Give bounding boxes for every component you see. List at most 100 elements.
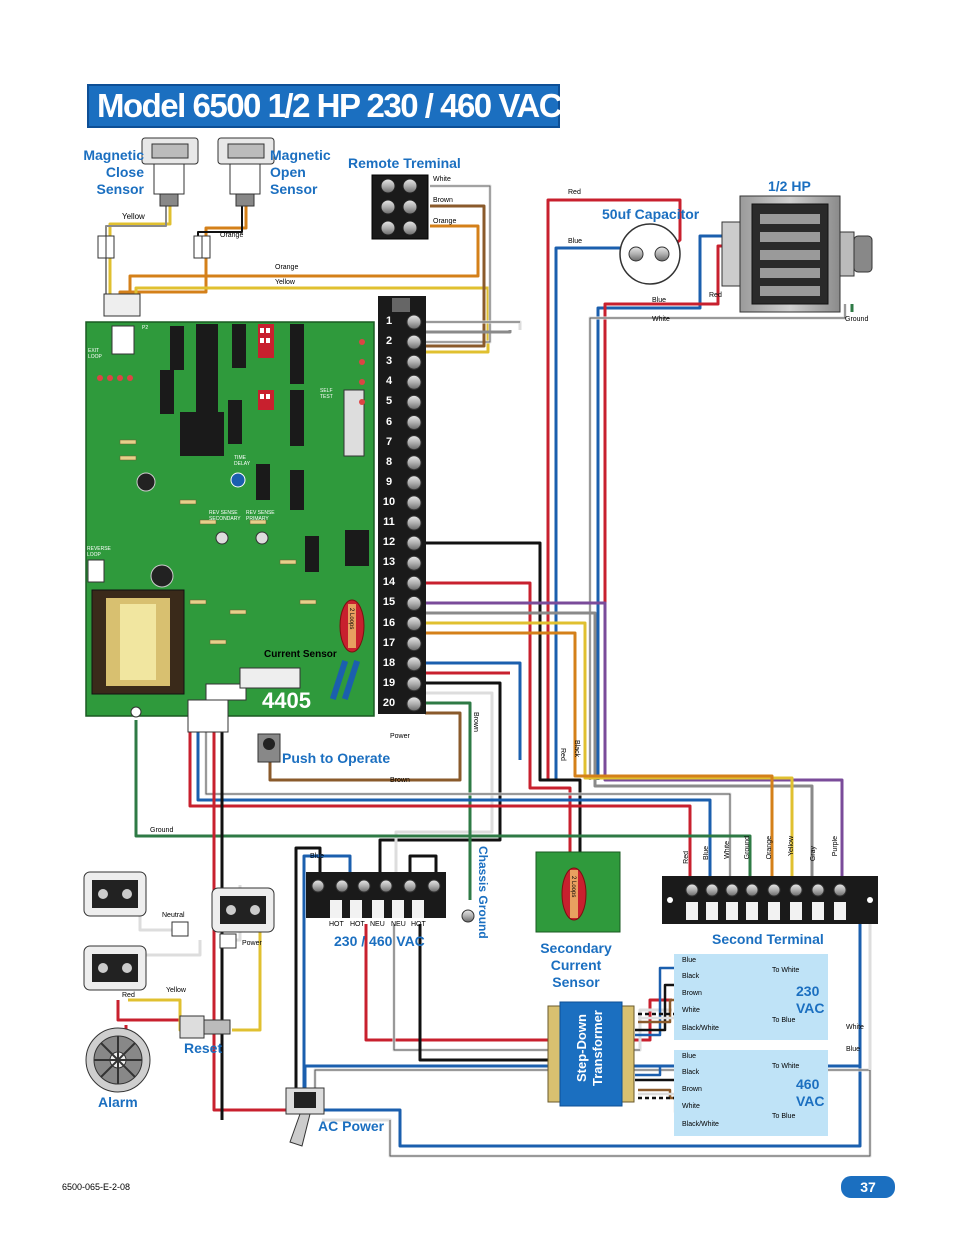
trans230-to-blue: To Blue bbox=[772, 1017, 796, 1024]
chassis-ground-label: Chassis Ground bbox=[476, 846, 490, 939]
sensor-connectors bbox=[97, 235, 211, 317]
push-to-operate-switch bbox=[257, 733, 281, 763]
terminal-number-19: 19 bbox=[382, 676, 396, 689]
terminal-block bbox=[378, 296, 426, 714]
terminal-screw-9 bbox=[406, 475, 422, 491]
trans230-wire-4: Black/White bbox=[682, 1025, 719, 1032]
motor-1-2-hp bbox=[721, 195, 873, 313]
terminal-number-13: 13 bbox=[382, 556, 396, 569]
wire-label-red-v: Red bbox=[559, 748, 566, 761]
terminal-screw-18 bbox=[406, 656, 422, 672]
terminal-number-17: 17 bbox=[382, 636, 396, 649]
board-model-number: 4405 bbox=[262, 688, 311, 713]
voltage-terminal-2: NEU bbox=[370, 921, 385, 928]
second-terminal-label: Second Terminal bbox=[712, 931, 824, 947]
460-vac-box bbox=[674, 1050, 828, 1136]
terminal-screw-1 bbox=[406, 314, 422, 330]
alarm-label: Alarm bbox=[98, 1094, 138, 1110]
wire-label-blue-right: Blue bbox=[846, 1046, 861, 1053]
magnetic-open-sensor bbox=[217, 137, 275, 207]
terminal-number-14: 14 bbox=[382, 576, 396, 589]
second-terminal-wire-2: White bbox=[724, 841, 731, 859]
second-terminal-wire-7: Purple bbox=[832, 836, 839, 857]
magnetic-open-sensor-label: Magnetic Open Sensor bbox=[270, 147, 331, 197]
secondary-sensor-label: Secondary Current Sensor bbox=[540, 940, 612, 990]
trans230-wire-2: Brown bbox=[682, 990, 702, 997]
terminal-run-wires bbox=[268, 541, 844, 900]
wire-label-yellow-alarm: Yellow bbox=[166, 987, 186, 994]
wire-label-white-rt: White bbox=[433, 176, 451, 183]
wire-label-brown-h: Brown bbox=[390, 777, 410, 784]
second-terminal-wire-1: Blue bbox=[703, 846, 710, 861]
wire-label-ground-h: Ground bbox=[150, 827, 174, 834]
wire-label-neutral: Neutral bbox=[162, 912, 185, 919]
voltage-terminal-0: HOT bbox=[329, 921, 344, 928]
alarm-horn bbox=[85, 1027, 151, 1093]
switch-right-top bbox=[211, 887, 275, 933]
remote-terminal-wires bbox=[425, 184, 492, 348]
terminal-screw-16 bbox=[406, 616, 422, 631]
voltage-block-label: 230 / 460 VAC bbox=[334, 933, 425, 949]
silk-exit-loop: EXIT LOOP bbox=[88, 348, 102, 360]
terminal-screw-20 bbox=[406, 696, 422, 712]
terminal-number-10: 10 bbox=[382, 495, 396, 508]
title-banner bbox=[87, 84, 560, 128]
terminal-number-15: 15 bbox=[382, 596, 396, 609]
voltage-terminal-block bbox=[306, 872, 446, 918]
wire-label-blue-cap: Blue bbox=[568, 238, 583, 245]
small-connectors bbox=[171, 921, 237, 949]
terminal-screw-17 bbox=[406, 636, 422, 652]
wire-label-power-small: Power bbox=[242, 940, 262, 947]
wire-label-orange-top: Orange bbox=[220, 232, 244, 239]
trans230-to-white: To White bbox=[772, 967, 800, 974]
terminal-screw-19 bbox=[406, 676, 422, 692]
terminal-number-8: 8 bbox=[385, 455, 393, 468]
page-title: Model 6500 1/2 HP 230 / 460 VAC bbox=[97, 87, 563, 124]
terminal-number-4: 4 bbox=[385, 375, 393, 388]
trans460-to-blue: To Blue bbox=[772, 1113, 796, 1120]
reset-button bbox=[179, 1015, 231, 1039]
transformer-label: Step-Down Transformer bbox=[574, 1010, 605, 1086]
terminal-screw-4 bbox=[406, 374, 422, 390]
second-terminal-wire-3: Ground bbox=[744, 836, 751, 860]
terminal-number-3: 3 bbox=[385, 355, 393, 368]
voltage-terminal-4: HOT bbox=[411, 921, 426, 928]
terminal-screw-12 bbox=[406, 535, 422, 551]
ac-power-wires bbox=[303, 906, 872, 1158]
board-sensor-loops: 2 Loops bbox=[348, 608, 354, 630]
silk-p2: P2 bbox=[142, 325, 149, 331]
wire-label-brown-v: Brown bbox=[472, 712, 479, 732]
terminal-screw-13 bbox=[406, 555, 422, 571]
wire-label-blue-vb: Blue bbox=[310, 853, 325, 860]
terminal-number-9: 9 bbox=[385, 475, 393, 488]
ac-power-label: AC Power bbox=[318, 1118, 385, 1134]
terminal-screw-10 bbox=[406, 495, 422, 511]
current-sensor-label: Current Sensor bbox=[264, 649, 337, 660]
terminal-number-20: 20 bbox=[382, 696, 396, 709]
230-vac-label: 230 VAC bbox=[796, 983, 825, 1016]
remote-terminal bbox=[371, 174, 429, 240]
bottom-run-wires bbox=[134, 700, 752, 1120]
silk-time-delay: TIME DELAY bbox=[234, 455, 251, 467]
terminal-screw-5 bbox=[406, 394, 422, 410]
second-terminal-wire-0: Red bbox=[683, 851, 690, 864]
reset-label: Reset bbox=[184, 1040, 223, 1056]
terminal-number-18: 18 bbox=[382, 656, 396, 669]
wire-label-power: Power bbox=[390, 733, 410, 740]
half-hp-label: 1/2 HP bbox=[768, 178, 811, 194]
trans460-wire-0: Blue bbox=[682, 1053, 697, 1060]
terminal-number-5: 5 bbox=[385, 395, 393, 408]
magnetic-close-sensor bbox=[141, 137, 199, 207]
capacitor bbox=[619, 223, 681, 285]
terminal-number-2: 2 bbox=[385, 335, 393, 348]
terminal-number-16: 16 bbox=[382, 616, 396, 629]
trans460-wire-4: Black/White bbox=[682, 1121, 719, 1128]
second-terminal-wire-6: Gray bbox=[810, 846, 817, 862]
wire-label-ground-motor: Ground bbox=[845, 316, 869, 323]
trans460-to-white: To White bbox=[772, 1063, 800, 1070]
terminal-number-1: 1 bbox=[385, 315, 393, 327]
460-vac-label: 460 VAC bbox=[796, 1076, 825, 1109]
board-connector-block bbox=[187, 699, 229, 733]
magnetic-close-sensor-label: Magnetic Close Sensor bbox=[83, 147, 144, 197]
terminal-screw-6 bbox=[406, 415, 422, 430]
